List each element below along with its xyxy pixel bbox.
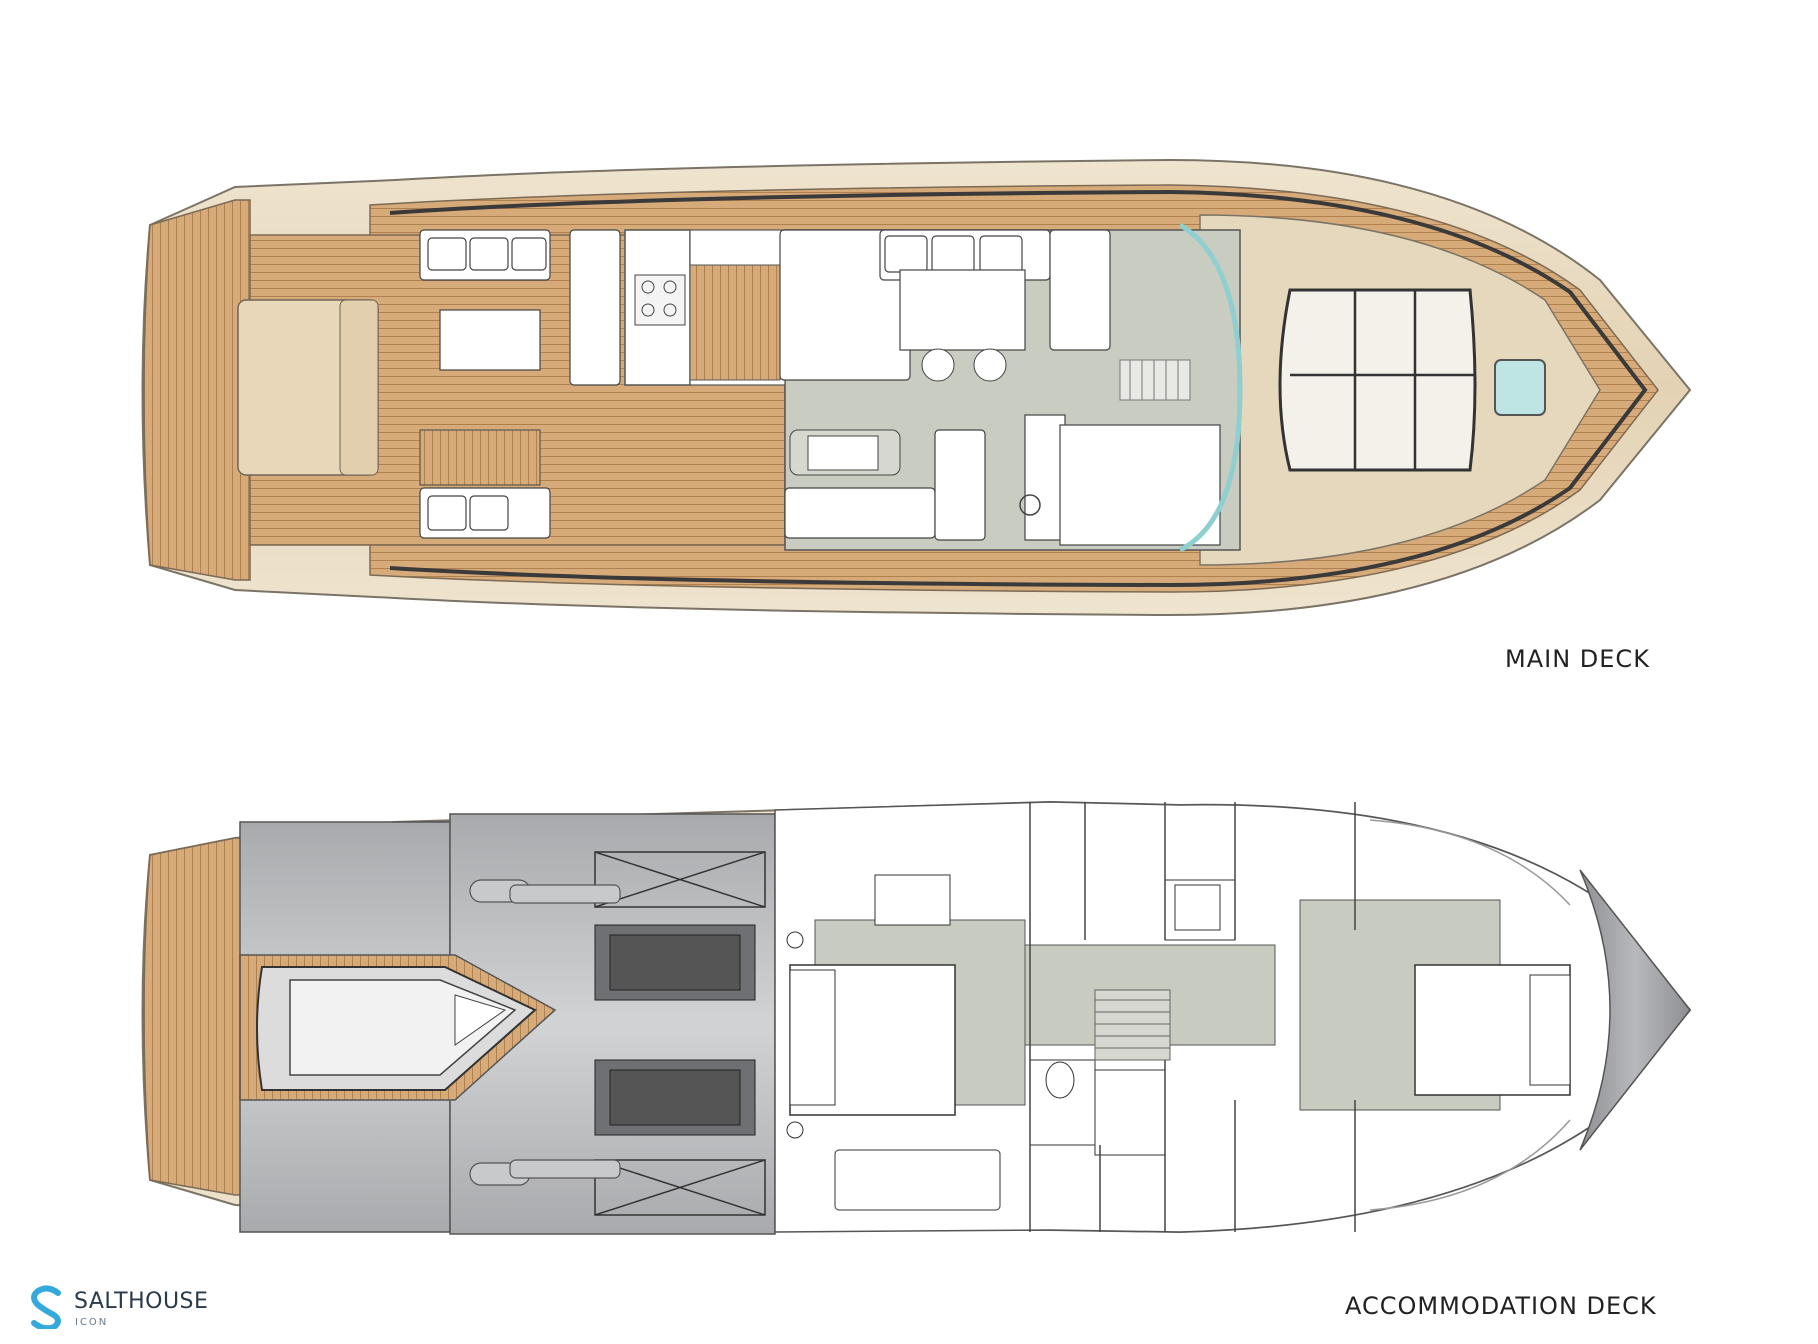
acc-bow-locker (1579, 869, 1691, 1151)
saloon-sofa-bottom (784, 429, 986, 541)
saloon-table (899, 269, 1026, 351)
fuel-tanks (594, 851, 766, 1216)
accommodation-deck-plan (141, 800, 1692, 1235)
main-windscreen (1178, 222, 1243, 553)
main-deck-label: MAIN DECK (1505, 645, 1650, 673)
helm-wheel-icon (1019, 494, 1041, 516)
bow-hatch (1494, 359, 1546, 416)
engine-starboard (594, 1059, 756, 1136)
cockpit-table (439, 309, 541, 371)
helm-station (1024, 414, 1066, 541)
cockpit-sofa-bottom (419, 487, 551, 539)
s-wave-icon (31, 1285, 61, 1329)
master-sofa (834, 1149, 1001, 1211)
foredeck-sunbed (1278, 288, 1477, 472)
tender-boat (239, 954, 557, 1101)
cockpit-sofa-top (419, 229, 621, 386)
main-swim-platform (143, 199, 251, 581)
logo-brand-text: SALTHOUSE (74, 1289, 209, 1314)
galley-hob (634, 274, 686, 326)
logo-sub-text: ICON (75, 1317, 109, 1328)
accommodation-deck-label: ACCOMMODATION DECK (1345, 1292, 1657, 1320)
salthouse-logo: SALTHOUSE ICON (28, 1285, 228, 1333)
main-stairs (1119, 359, 1191, 401)
main-deck-plan (141, 158, 1692, 617)
saloon-sofa-top (779, 229, 1111, 381)
acc-swim-platform (143, 837, 251, 1196)
acc-stairs (1094, 989, 1171, 1061)
shower-aft (1094, 1069, 1166, 1156)
engine-port (594, 924, 756, 1001)
